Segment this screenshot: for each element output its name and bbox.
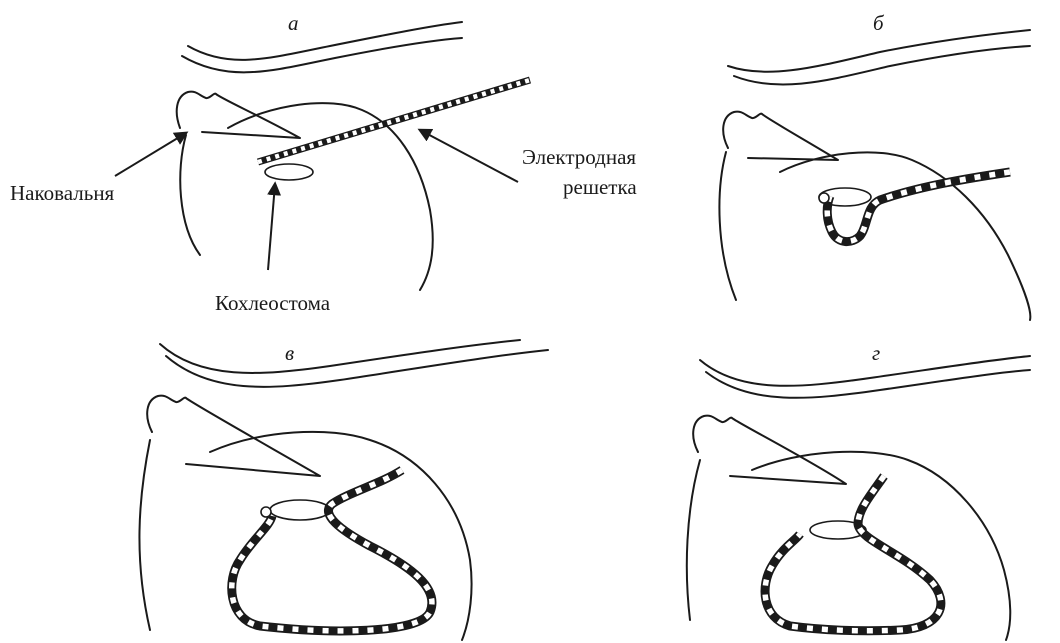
panel-v-incus-shape bbox=[147, 396, 320, 476]
electrode-label-line2: решетка bbox=[563, 175, 637, 199]
panel-v-cochlea-outline bbox=[139, 432, 471, 640]
panel-a-cochleostomy-oval bbox=[265, 164, 313, 180]
panel-g-electrode-array bbox=[765, 476, 941, 631]
panel-v-electrode-array bbox=[232, 470, 432, 631]
incus-label: Наковальня bbox=[10, 181, 115, 205]
panel-v-canal-lines bbox=[160, 340, 548, 387]
incus-arrow bbox=[115, 133, 186, 176]
panel-b-letter: б bbox=[873, 11, 885, 35]
cochleostomy-label: Кохлеостома bbox=[215, 291, 331, 315]
panel-a-cochlea-outline bbox=[180, 103, 433, 290]
panel-v: в bbox=[139, 340, 548, 640]
panel-b-canal-lines bbox=[728, 30, 1030, 85]
panel-b-electrode-array bbox=[819, 172, 1010, 242]
electrode-label-line1: Электродная bbox=[522, 145, 636, 169]
panel-v-letter: в bbox=[285, 341, 294, 365]
panel-g-letter: г bbox=[872, 341, 880, 365]
panel-b-incus-shape bbox=[723, 112, 838, 160]
panel-g-cochlea-outline bbox=[687, 452, 1010, 640]
panel-g-canal-lines bbox=[700, 356, 1030, 398]
panel-a-arrows bbox=[115, 130, 518, 270]
panel-g-incus-shape bbox=[693, 416, 846, 484]
electrode-arrow bbox=[420, 130, 518, 182]
panel-a-letter: а bbox=[288, 11, 299, 35]
panel-g: г bbox=[687, 341, 1030, 640]
panel-v-cochleostomy-oval bbox=[270, 500, 330, 520]
panel-a-canal-lines bbox=[182, 22, 462, 72]
panel-a: а Наковальня Электродная решетка Кохлеос… bbox=[10, 11, 637, 315]
panel-a-incus-shape bbox=[177, 92, 300, 138]
panel-a-electrode-array bbox=[258, 80, 530, 162]
panel-b: б bbox=[719, 11, 1030, 320]
cochleostomy-arrow bbox=[268, 184, 275, 270]
